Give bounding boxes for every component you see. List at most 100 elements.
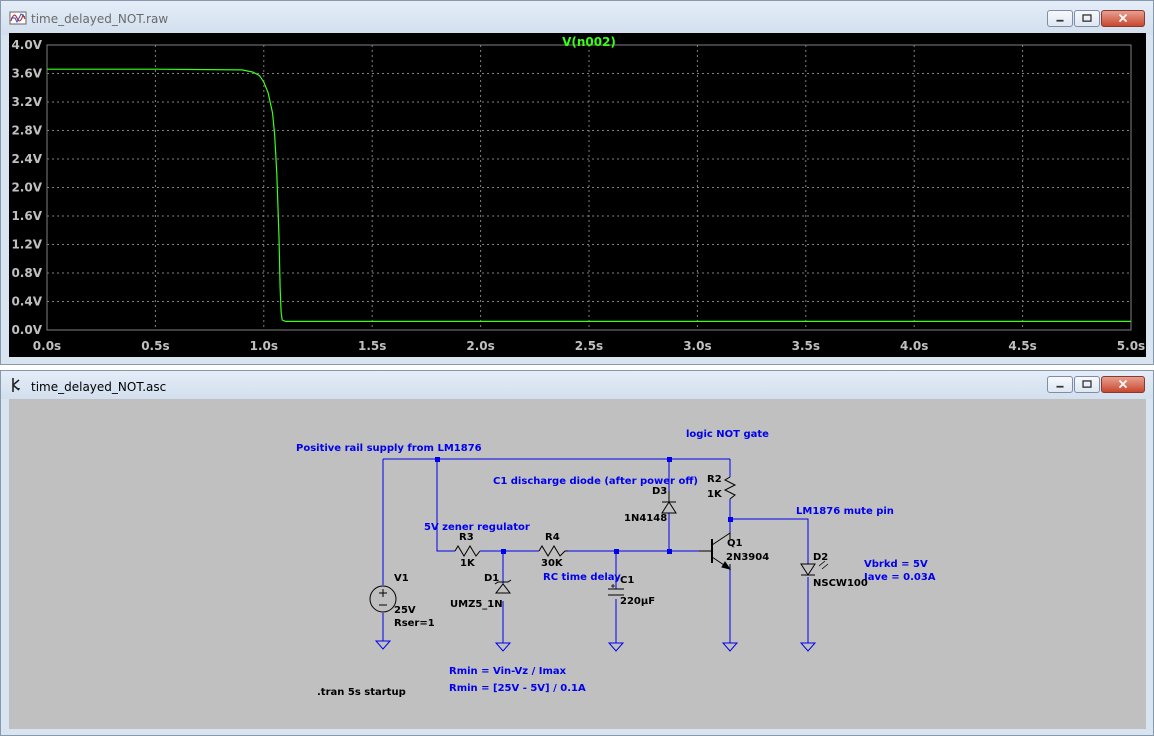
schematic-wires [382,458,809,643]
y-tick-label: 1.2V [11,238,42,252]
minimize-icon [1056,19,1064,22]
schematic-window-controls [1046,376,1145,394]
y-tick-label: 3.6V [11,67,42,81]
y-tick-label: 0.8V [11,266,42,280]
ground-icon [799,642,817,652]
maximize-button[interactable] [1074,10,1100,27]
wire [730,518,809,564]
led-d2[interactable] [800,560,829,576]
label-mute-pin: LM1876 mute pin [796,506,894,517]
r2-value: 1K [707,489,723,500]
d2-value: NSCW100 [813,578,868,589]
transistor-q1[interactable] [699,532,732,570]
label-vbrkd: Vbrkd = 5V [864,559,928,570]
resistor-r2[interactable] [723,476,737,500]
minimize-icon [1056,385,1064,388]
y-tick-label: 2.8V [11,124,42,138]
y-tick-label: 2.0V [11,181,42,195]
c1-value: 220μF [620,596,655,607]
maximize-icon [1082,14,1092,22]
maximize-button[interactable] [1074,376,1100,393]
close-icon [1118,379,1128,389]
v1-value: 25V [394,605,416,616]
q1-value: 2N3904 [726,552,769,563]
waveform-titlebar[interactable]: time_delayed_NOT.raw [1,1,1153,35]
label-rmin-calc: Rmin = [25V - 5V] / 0.1A [449,683,586,694]
trace-v-n002[interactable] [47,68,1131,322]
r3-ref: R3 [459,532,474,543]
y-tick-label: 4.0V [11,38,42,52]
waveform-window-controls [1046,10,1145,29]
ground-icon [721,642,739,652]
junction-dot [614,549,619,554]
capacitor-c1[interactable] [608,584,624,596]
junction-dot [667,549,672,554]
label-tran-directive: .tran 5s startup [317,687,406,698]
c1-ref: C1 [620,575,634,586]
zener-diode-d1[interactable] [494,579,512,594]
d3-value: 1N4148 [624,513,667,524]
resistor-r4[interactable] [538,545,568,557]
junction-dot [667,457,672,462]
x-tick-label: 4.0s [900,339,928,353]
label-zener-reg: 5V zener regulator [424,522,530,533]
r4-value: 30K [541,558,564,569]
x-tick-label: 0.5s [141,339,169,353]
schematic-titlebar[interactable]: time_delayed_NOT.asc [1,371,1153,399]
schematic-canvas[interactable]: Positive rail supply from LM1876 logic N… [9,399,1146,729]
label-not-gate: logic NOT gate [686,429,769,440]
label-rail: Positive rail supply from LM1876 [296,443,482,454]
v1-ref: V1 [394,573,409,584]
junctions [435,457,733,554]
minimize-button[interactable] [1047,10,1073,27]
schematic-components[interactable] [369,476,829,613]
x-tick-label: 1.5s [358,339,386,353]
d1-value: UMZ5_1N [450,599,503,610]
junction-dot [728,517,733,522]
d3-ref: D3 [652,486,667,497]
waveform-chart[interactable]: 0.0s 0.5s 1.0s 1.5s 2.0s 2.5s 3.0s 3.5s 4.0s 4.5s… [9,33,1146,357]
component-labels: V1 25V Rser=1 R3 1K R4 30K R2 1K D1 UMZ5… [394,474,868,629]
waveform-plot-area[interactable]: 0.0s 0.5s 1.0s 1.5s 2.0s 2.5s 3.0s 3.5s 4.0s 4.5s… [9,33,1146,357]
label-discharge: C1 discharge diode (after power off) [493,476,698,487]
y-tick-label: 2.4V [11,152,42,166]
close-button[interactable] [1101,10,1145,27]
close-button[interactable] [1101,376,1145,393]
x-tick-label: 3.0s [683,339,711,353]
diode-d3[interactable] [661,491,677,514]
label-rc-delay: RC time delay [543,572,621,583]
ground-symbols [374,640,817,652]
x-tick-label: 2.0s [466,339,494,353]
x-tick-label: 2.5s [575,339,603,353]
y-tick-label: 0.4V [11,295,42,309]
d1-ref: D1 [484,573,499,584]
waveform-window: time_delayed_NOT.raw 0.0s 0.5s 1.0s 1.5s 2.0… [0,0,1154,365]
plot-grid [46,44,1132,331]
x-tick-label: 1.0s [250,339,278,353]
x-tick-label: 3.5s [792,339,820,353]
waveform-window-title: time_delayed_NOT.raw [31,12,169,26]
x-tick-label: 0.0s [33,339,61,353]
plot-tick-labels: 0.0s 0.5s 1.0s 1.5s 2.0s 2.5s 3.0s 3.5s 4.0s 4.5s… [11,38,1145,353]
r2-ref: R2 [707,474,722,485]
schematic-drawing[interactable]: Positive rail supply from LM1876 logic N… [9,399,1146,729]
y-tick-label: 0.0V [11,323,42,337]
maximize-icon [1082,380,1092,388]
r4-ref: R4 [545,532,560,543]
x-tick-label: 4.5s [1008,339,1036,353]
resistor-r3[interactable] [454,545,481,557]
ground-icon [607,642,625,652]
plot-trace-title[interactable]: V(n002) [562,35,616,49]
junction-dot [501,549,506,554]
v1-rser: Rser=1 [394,618,435,629]
minimize-button[interactable] [1047,376,1073,393]
voltage-source-v1[interactable] [369,585,397,613]
d2-ref: D2 [813,552,828,563]
schematic-window: time_delayed_NOT.asc [0,370,1154,736]
y-tick-label: 1.6V [11,209,42,223]
wire [436,459,455,552]
y-tick-label: 3.2V [11,95,42,109]
ground-icon [374,640,392,650]
waveform-viewer-icon [9,11,27,25]
ground-icon [494,642,512,652]
